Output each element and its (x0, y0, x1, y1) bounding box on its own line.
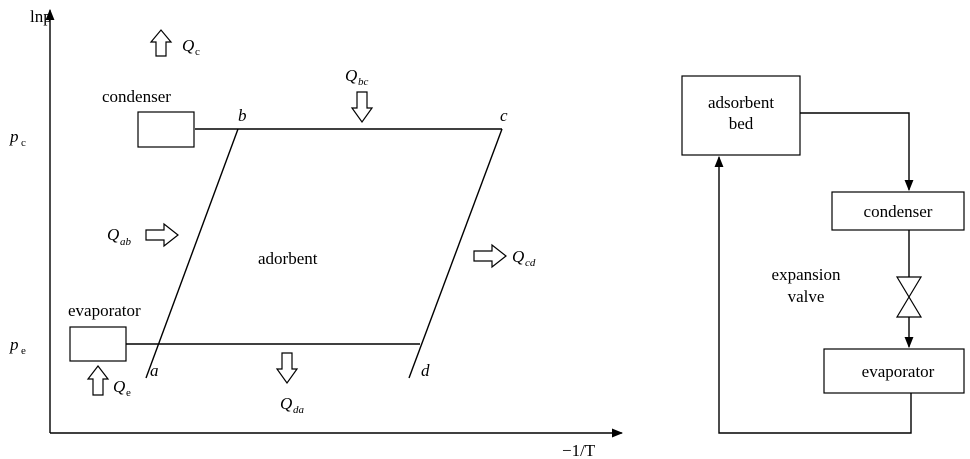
point-a: a (150, 361, 159, 380)
adsorbent-bed-label-line2: bed (729, 114, 754, 133)
heat-flow-qc: Q c (182, 36, 200, 58)
adsorbent-bed-label-line1: adsorbent (708, 93, 774, 112)
svg-text:bc: bc (358, 76, 369, 88)
flow-schematic: adsorbent bed condenser expansion valve … (681, 75, 965, 434)
svg-text:c: c (195, 46, 200, 58)
pipe-evaporator-to-bed (714, 155, 912, 434)
point-b: b (238, 106, 247, 125)
svg-text:cd: cd (525, 257, 536, 269)
point-d: d (421, 361, 430, 380)
svg-text:Q: Q (345, 66, 357, 85)
line-c-d (408, 128, 503, 379)
valve-label-line1: expansion (772, 265, 841, 284)
evaporator-box (823, 348, 965, 394)
region-label: adorbent (258, 249, 318, 268)
pressure-low-label: p e (9, 335, 26, 357)
condenser-label: condenser (102, 87, 171, 106)
heat-right-arrow-icon (473, 243, 507, 269)
heat-flow-qcd: Q cd (512, 247, 536, 269)
svg-text:ab: ab (120, 236, 132, 248)
heat-flow-qbc: Q bc (345, 66, 369, 88)
point-c: c (500, 106, 508, 125)
heat-up-arrow-icon (149, 29, 173, 57)
line-a-b (145, 128, 239, 379)
condenser-label: condenser (864, 202, 933, 221)
svg-text:e: e (126, 387, 131, 399)
svg-text:e: e (21, 345, 26, 357)
heat-right-arrow-icon (145, 222, 179, 248)
valve-label-line2: valve (788, 287, 825, 306)
pipe-bed-to-condenser (800, 112, 914, 192)
cycle-diagram: lnp −1/T p c p e a b c d adorbent conden… (9, 7, 624, 459)
condenser-box (137, 111, 195, 148)
heat-down-arrow-icon (350, 91, 374, 124)
expansion-valve-icon (895, 276, 923, 318)
evaporator-label: evaporator (862, 362, 935, 381)
svg-text:Q: Q (182, 36, 194, 55)
svg-text:Q: Q (512, 247, 524, 266)
svg-text:da: da (293, 404, 305, 416)
svg-text:Q: Q (113, 377, 125, 396)
svg-text:p: p (9, 335, 19, 354)
svg-text:Q: Q (107, 225, 119, 244)
evaporator-label: evaporator (68, 301, 141, 320)
heat-flow-qe: Q e (113, 377, 131, 399)
adsorbent-bed-box (681, 75, 801, 156)
pressure-high-label: p c (9, 127, 26, 149)
svg-text:c: c (21, 137, 26, 149)
heat-down-arrow-icon (275, 352, 299, 385)
y-axis-label: lnp (30, 7, 52, 26)
heat-up-arrow-icon (86, 365, 110, 396)
svg-text:p: p (9, 127, 19, 146)
condenser-box (831, 191, 965, 231)
x-axis-label: −1/T (562, 441, 596, 459)
heat-flow-qab: Q ab (107, 225, 132, 248)
heat-flow-qda: Q da (280, 394, 305, 416)
svg-text:Q: Q (280, 394, 292, 413)
evaporator-box (69, 326, 127, 362)
